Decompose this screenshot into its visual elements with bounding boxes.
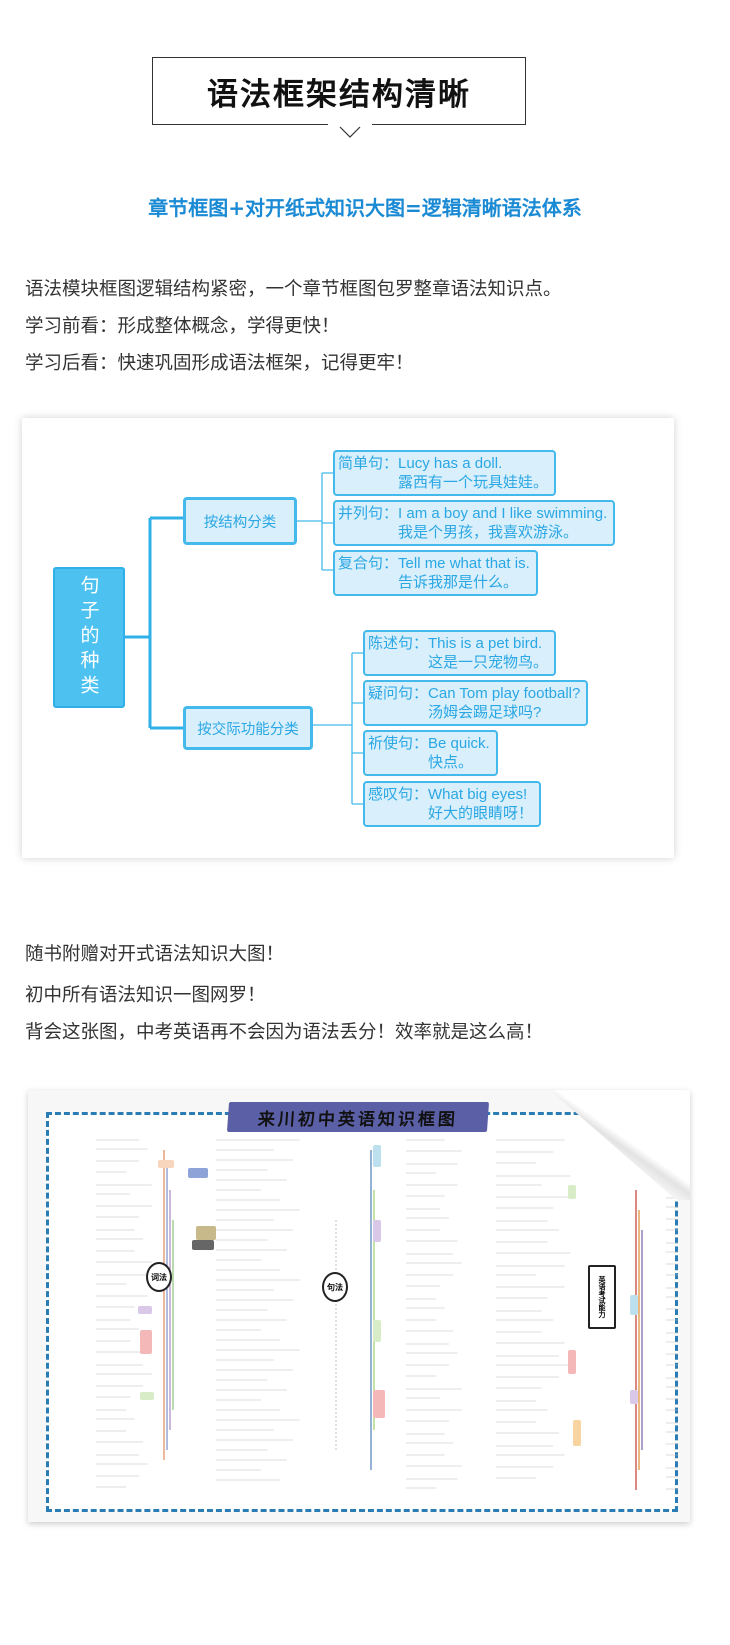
- subtitle: 章节框图+对开纸式知识大图=逻辑清晰语法体系: [148, 196, 582, 220]
- mindmap-root: 句子的种类: [53, 567, 125, 708]
- leaf-en: Be quick.: [428, 735, 490, 752]
- outro-line: 背会这张图，中考英语再不会因为语法丢分！效率就是这么高！: [25, 1022, 544, 1043]
- poster-branches: [96, 1139, 678, 1490]
- poster-node: [373, 1145, 381, 1167]
- poster-node: [568, 1350, 576, 1374]
- leaf-zh: 我是个男孩，我喜欢游泳。: [398, 524, 579, 541]
- leaf-zh: 这是一只宠物鸟。: [428, 654, 549, 671]
- intro-line: 语法模块框图逻辑结构紧密，一个章节框图包罗整章语法知识点。: [25, 279, 562, 300]
- intro-line: 学习前看：形成整体概念，学得更快！: [25, 316, 340, 337]
- poster-node: [373, 1320, 381, 1342]
- poster-node: [158, 1160, 174, 1168]
- leaf-type: 疑问句：: [368, 685, 429, 702]
- branch2-connector: [313, 652, 363, 805]
- mindmap-connectors: [125, 472, 363, 805]
- grammar-poster-image: 来川初中英语知识框图 词法 句法 英语考试能力: [28, 1090, 690, 1522]
- leaf-zh: 告诉我那是什么。: [398, 574, 519, 591]
- leaf-en: Can Tom play football?: [428, 685, 581, 702]
- leaf-type: 并列句：: [338, 505, 399, 522]
- branch1-connector: [297, 472, 333, 571]
- section-title: 语法框架结构清晰: [152, 57, 526, 125]
- leaf-en: This is a pet bird.: [428, 635, 543, 652]
- poster-node: [568, 1185, 576, 1199]
- leaf-type: 复合句：: [338, 555, 399, 572]
- leaf-complex: 复合句：Tell me what that is. 告诉我那是什么。: [333, 550, 538, 596]
- leaf-type: 简单句：: [338, 455, 399, 472]
- poster-node: [196, 1226, 216, 1240]
- poster-node: [140, 1330, 152, 1354]
- leaf-zh: 快点。: [428, 754, 474, 771]
- leaf-zh: 汤姆会踢足球吗?: [428, 704, 542, 721]
- poster-node: [373, 1390, 385, 1418]
- poster-node: [140, 1392, 154, 1400]
- poster-node: [188, 1168, 208, 1178]
- poster-node: [630, 1295, 638, 1315]
- poster-hub-syntax: 句法: [322, 1272, 348, 1302]
- leaf-en: I am a boy and I like swimming.: [398, 505, 608, 522]
- leaf-compound: 并列句：I am a boy and I like swimming. 我是个男孩…: [333, 500, 616, 546]
- branch-function: 按交际功能分类: [183, 706, 313, 750]
- poster-hub-exam: 英语考试能力: [588, 1265, 616, 1329]
- intro-line: 学习后看：快速巩固形成语法框架，记得更牢！: [25, 353, 414, 374]
- leaf-zh: 露西有一个玩具娃娃。: [398, 474, 549, 491]
- poster-node: [192, 1240, 214, 1250]
- poster-node: [573, 1420, 581, 1446]
- leaf-imperative: 祈使句：Be quick. 快点。: [363, 730, 498, 776]
- leaf-exclamatory: 感叹句：What big eyes! 好大的眼睛呀！: [363, 781, 542, 827]
- leaf-en: Tell me what that is.: [398, 555, 530, 572]
- leaf-simple: 简单句：Lucy has a doll. 露西有一个玩具娃娃。: [333, 450, 557, 496]
- outro-line: 随书附赠对开式语法知识大图！: [25, 944, 285, 965]
- leaf-en: Lucy has a doll.: [398, 455, 503, 472]
- outro-line: 初中所有语法知识一图网罗！: [25, 985, 266, 1006]
- leaf-interrogative: 疑问句：Can Tom play football? 汤姆会踢足球吗?: [363, 680, 589, 726]
- branch-structure: 按结构分类: [183, 497, 297, 545]
- poster-node: [630, 1390, 638, 1404]
- poster-node: [373, 1220, 381, 1242]
- mindmap-card: 句子的种类 按结构分类 按交际功能分类 简单句：Lucy has a doll.…: [22, 418, 674, 858]
- leaf-en: What big eyes!: [428, 786, 528, 803]
- leaf-declarative: 陈述句：This is a pet bird. 这是一只宠物鸟。: [363, 630, 557, 676]
- leaf-zh: 好大的眼睛呀！: [428, 805, 534, 822]
- leaf-type: 陈述句：: [368, 635, 429, 652]
- poster-hub-morphology: 词法: [146, 1262, 172, 1292]
- chevron-down-icon: [339, 126, 361, 138]
- poster-node: [138, 1306, 152, 1314]
- leaf-type: 祈使句：: [368, 735, 429, 752]
- title-box-gap: [328, 122, 372, 128]
- leaf-type: 感叹句：: [368, 786, 429, 803]
- poster-title: 来川初中英语知识框图: [226, 1102, 490, 1132]
- root-connector: [125, 516, 183, 730]
